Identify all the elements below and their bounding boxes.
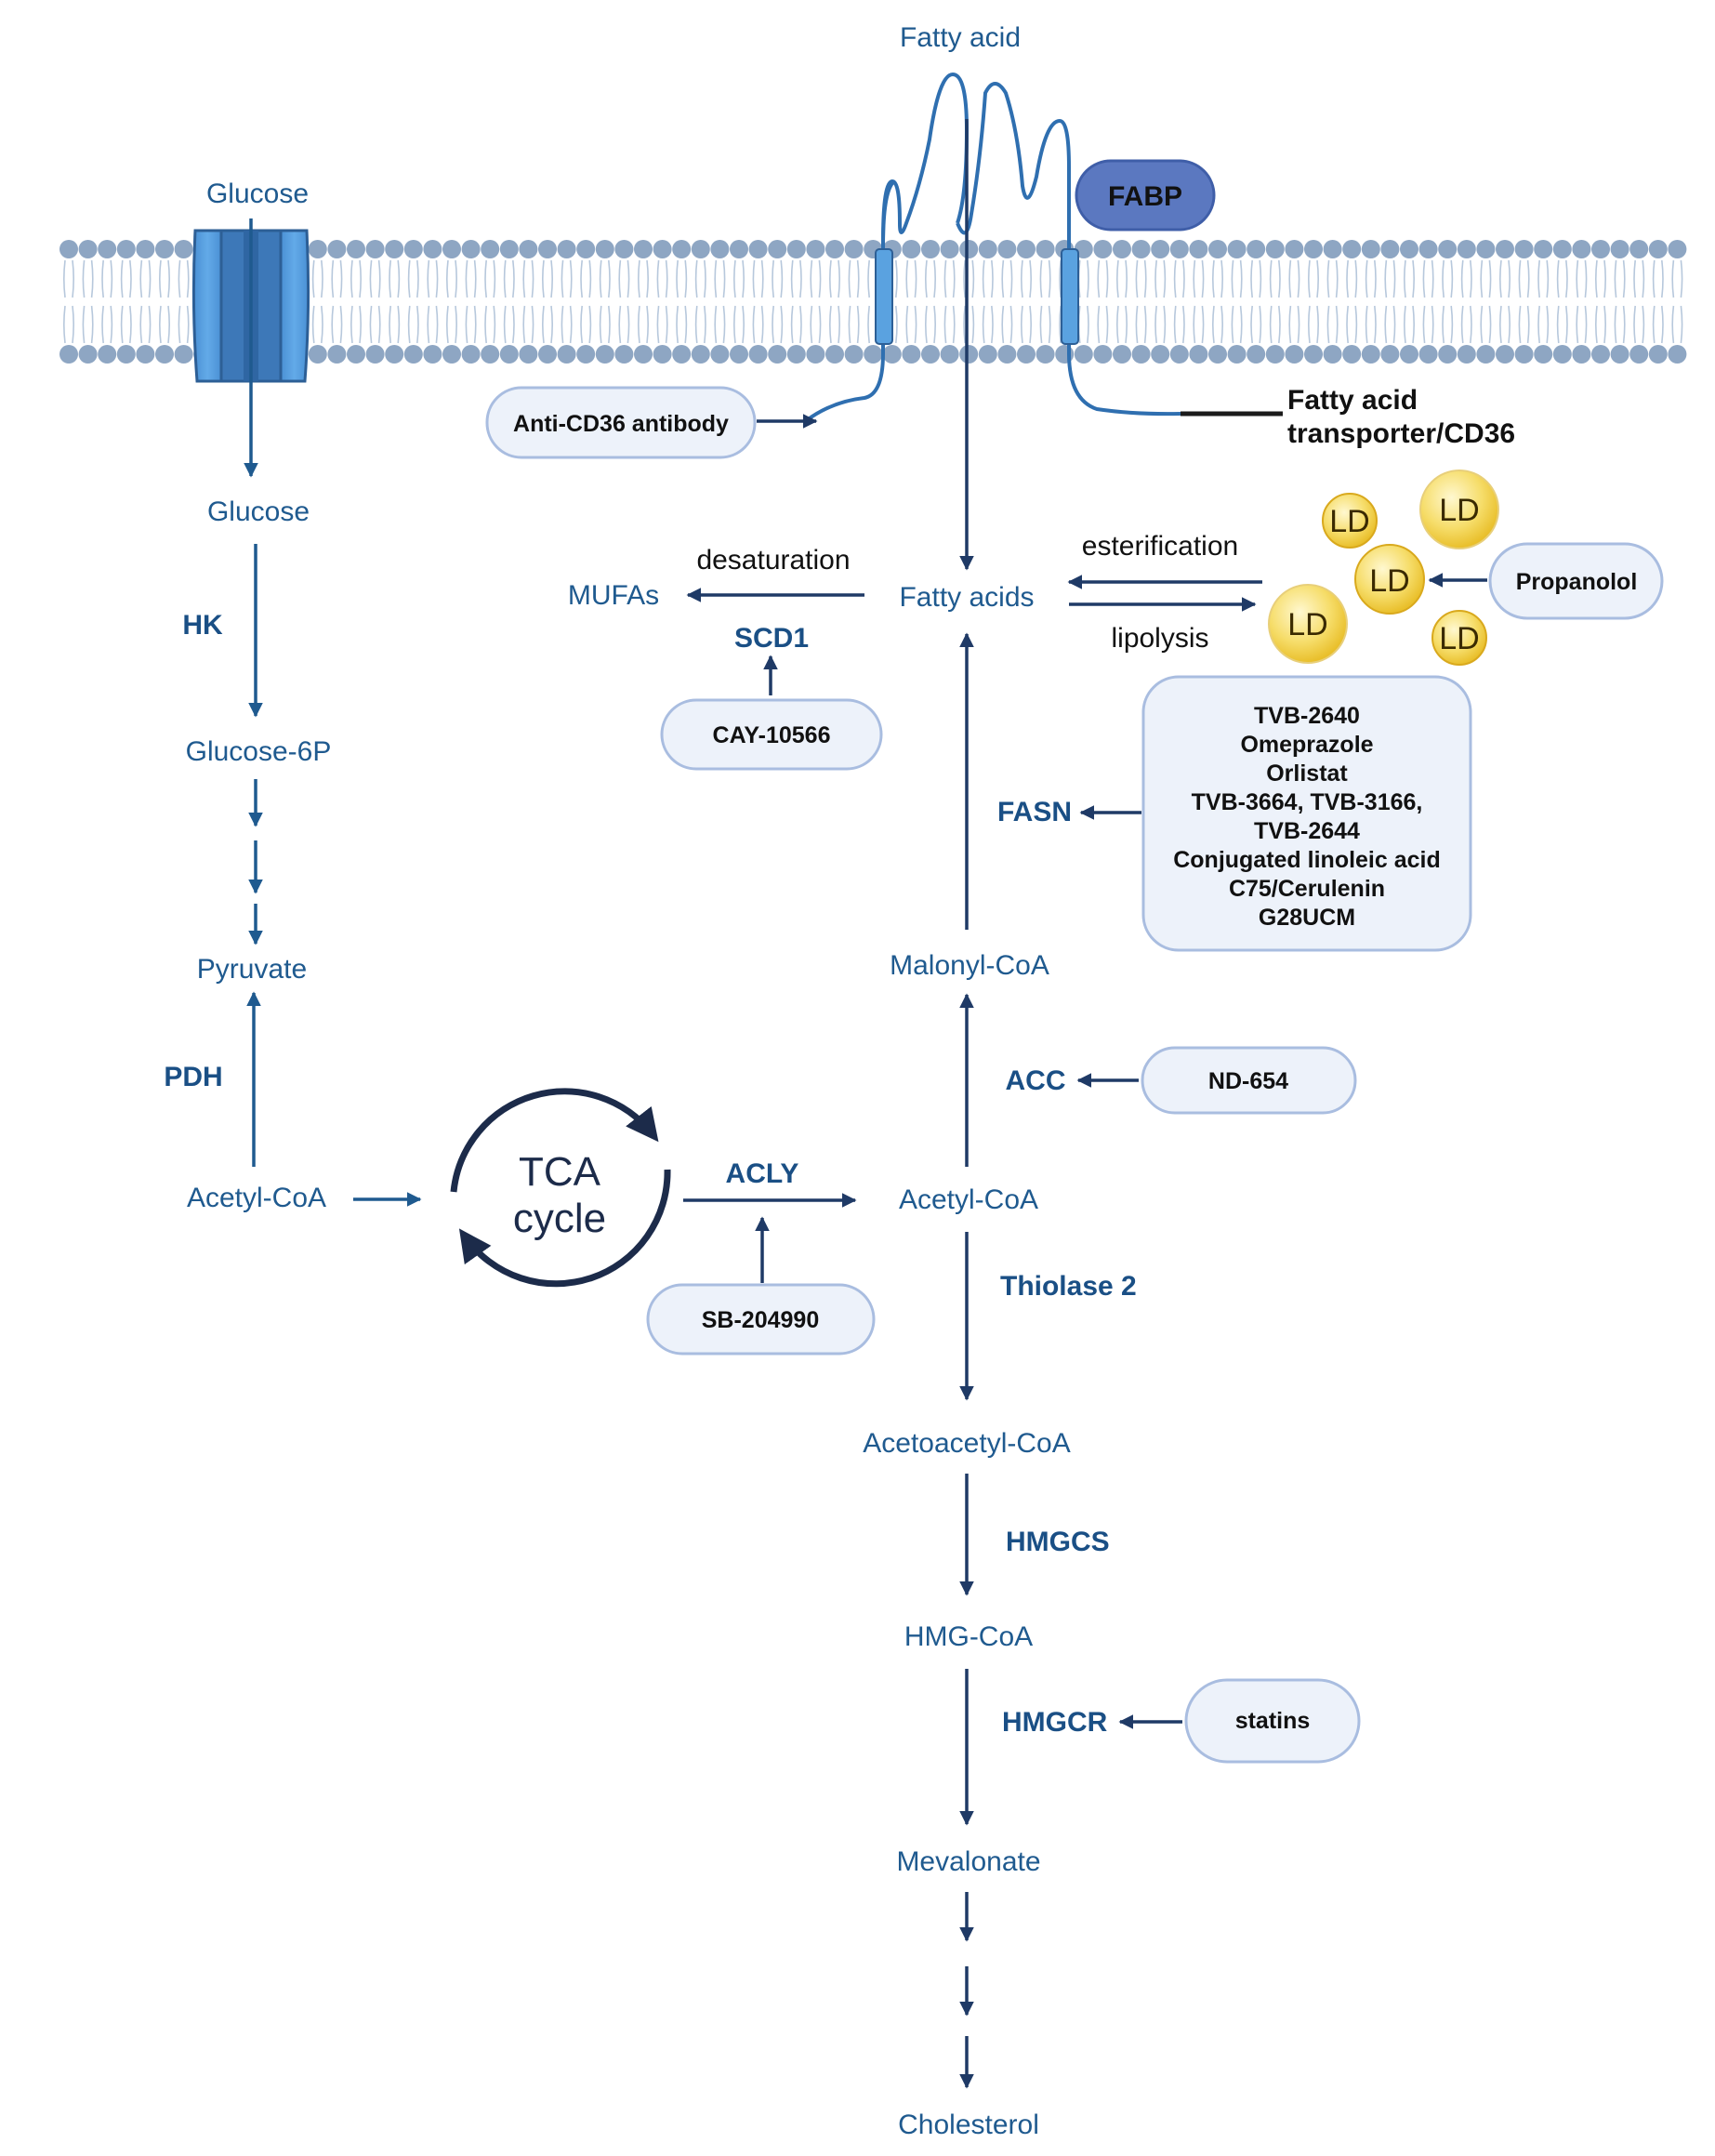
desaturation-label: desaturation — [696, 545, 850, 575]
transporter-label-line1: Fatty acid — [1287, 385, 1418, 416]
glucose-intracellular-label: Glucose — [207, 496, 310, 527]
fatty-acid-extracellular-label: Fatty acid — [900, 22, 1021, 53]
acetoacetyl-coa-label: Acetoacetyl-CoA — [863, 1428, 1070, 1459]
fasn-inhibitor-item: TVB-2640 — [1254, 703, 1360, 729]
inhibitor-statins: statins — [1184, 1678, 1361, 1764]
mufas-label: MUFAs — [568, 580, 659, 611]
svg-text:CAY-10566: CAY-10566 — [713, 722, 831, 748]
inhibitor-anti-cd36: Anti-CD36 antibody — [485, 386, 757, 459]
inhibitor-cay-10566: CAY-10566 — [660, 698, 883, 771]
fasn-inhibitor-item: TVB-3664, TVB-3166, — [1192, 789, 1423, 815]
glucose-extracellular-label: Glucose — [206, 179, 309, 209]
pyruvate-label: Pyruvate — [197, 954, 307, 985]
fabp-label: FABP — [1108, 181, 1182, 212]
fatty-acids-label: Fatty acids — [899, 582, 1034, 613]
enzyme-pdh: PDH — [164, 1062, 222, 1092]
svg-text:SB-204990: SB-204990 — [702, 1307, 819, 1333]
inhibitor-sb-204990: SB-204990 — [646, 1283, 876, 1356]
tca-cycle: TCA cycle — [450, 1088, 671, 1288]
enzyme-scd1: SCD1 — [734, 623, 809, 654]
hmg-coa-label: HMG-CoA — [904, 1621, 1033, 1652]
svg-text:ND-654: ND-654 — [1208, 1068, 1288, 1094]
svg-text:statins: statins — [1235, 1708, 1311, 1734]
lipid-droplet-icon — [1431, 610, 1487, 666]
enzyme-hmgcs: HMGCS — [1006, 1527, 1110, 1557]
tca-label-line2: cycle — [513, 1196, 606, 1241]
glucose-6p-label: Glucose-6P — [186, 736, 332, 767]
cell-membrane — [59, 240, 1687, 364]
cd36-transporter-icon — [805, 72, 1283, 422]
fasn-inhibitor-item: Conjugated linoleic acid — [1173, 847, 1441, 873]
fasn-inhibitor-box: TVB-2640 Omeprazole Orlistat TVB-3664, T… — [1141, 675, 1472, 952]
lipid-droplets: LD LD LD LD LD — [1268, 470, 1499, 666]
enzyme-hk: HK — [182, 610, 223, 641]
fasn-inhibitor-item: Omeprazole — [1240, 732, 1373, 758]
esterification-label: esterification — [1082, 531, 1238, 562]
enzyme-acly: ACLY — [726, 1158, 799, 1189]
acetyl-coa-cyto-label: Acetyl-CoA — [899, 1184, 1038, 1215]
fasn-inhibitor-item: Orlistat — [1266, 761, 1348, 787]
lipolysis-label: lipolysis — [1111, 623, 1208, 654]
inhibitor-propanolol: Propanolol — [1488, 542, 1664, 620]
lipid-droplet-icon — [1268, 584, 1348, 664]
mevalonate-label: Mevalonate — [896, 1846, 1040, 1877]
enzyme-hmgcr: HMGCR — [1002, 1707, 1108, 1738]
lipid-droplet-icon — [1322, 493, 1378, 549]
tca-label-line1: TCA — [519, 1149, 601, 1195]
transporter-label-line2: transporter/CD36 — [1287, 418, 1515, 449]
svg-text:LD: LD — [1439, 621, 1479, 656]
cholesterol-label: Cholesterol — [898, 2110, 1039, 2140]
svg-text:LD: LD — [1287, 607, 1327, 642]
fasn-inhibitor-item: C75/Cerulenin — [1229, 876, 1385, 902]
svg-text:Propanolol: Propanolol — [1516, 569, 1638, 595]
lipid-droplet-icon — [1354, 544, 1425, 615]
acetyl-coa-mito-label: Acetyl-CoA — [187, 1183, 326, 1213]
fasn-inhibitor-item: TVB-2644 — [1254, 818, 1360, 844]
svg-text:LD: LD — [1439, 493, 1479, 528]
svg-text:Anti-CD36 antibody: Anti-CD36 antibody — [513, 411, 729, 437]
malonyl-coa-label: Malonyl-CoA — [890, 950, 1049, 981]
enzyme-acc: ACC — [1006, 1065, 1066, 1096]
enzyme-fasn: FASN — [997, 797, 1072, 827]
svg-text:LD: LD — [1369, 563, 1409, 599]
inhibitor-nd-654: ND-654 — [1141, 1046, 1357, 1115]
fabp-protein: FABP — [1075, 159, 1216, 231]
fasn-inhibitor-item: G28UCM — [1259, 905, 1355, 931]
lipid-tails — [63, 259, 1683, 344]
lipid-droplet-icon — [1419, 470, 1499, 549]
enzyme-thiolase2: Thiolase 2 — [1000, 1271, 1137, 1302]
svg-text:LD: LD — [1329, 504, 1369, 539]
